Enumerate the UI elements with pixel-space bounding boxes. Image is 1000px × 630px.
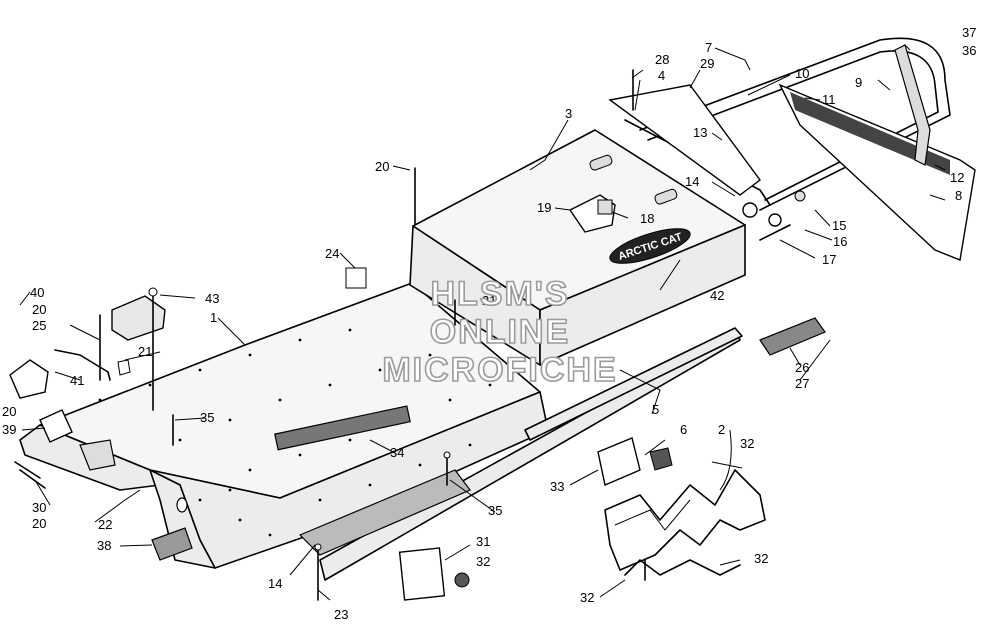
callout-32-b: 32 bbox=[476, 554, 490, 569]
callout-26: 26 bbox=[795, 360, 809, 375]
rear-bumper bbox=[608, 37, 976, 261]
callout-39: 39 bbox=[2, 422, 16, 437]
callout-38: 38 bbox=[97, 538, 111, 553]
callout-5: 5 bbox=[652, 402, 659, 417]
skid-frame bbox=[604, 469, 766, 576]
callout-7: 7 bbox=[705, 40, 712, 55]
callout-20-b: 20 bbox=[32, 302, 46, 317]
rear-cover: ARCTIC CAT bbox=[409, 129, 746, 366]
callout-18: 18 bbox=[640, 211, 654, 226]
front-components bbox=[9, 267, 367, 561]
watermark-line-2: ONLINE bbox=[430, 313, 570, 351]
callout-30: 30 bbox=[32, 500, 46, 515]
callout-35-a: 35 bbox=[200, 410, 214, 425]
callout-15: 15 bbox=[832, 218, 846, 233]
callout-11: 11 bbox=[822, 92, 836, 107]
callout-10: 10 bbox=[795, 66, 809, 81]
callout-31: 31 bbox=[476, 534, 490, 549]
callout-20-c: 20 bbox=[2, 404, 16, 419]
rail bbox=[524, 327, 743, 441]
callout-20-d: 20 bbox=[32, 516, 46, 531]
callout-2: 2 bbox=[718, 422, 725, 437]
callout-28: 28 bbox=[655, 52, 669, 67]
callout-32-d: 32 bbox=[580, 590, 594, 605]
callout-19: 19 bbox=[537, 200, 551, 215]
part-26 bbox=[759, 317, 826, 356]
callout-17: 17 bbox=[822, 252, 836, 267]
callout-40: 40 bbox=[30, 285, 44, 300]
callout-42: 42 bbox=[710, 288, 724, 303]
callout-6: 6 bbox=[680, 422, 687, 437]
callout-37: 37 bbox=[962, 25, 976, 40]
callout-32-c: 32 bbox=[754, 551, 768, 566]
callout-4: 4 bbox=[658, 68, 665, 83]
callout-41: 41 bbox=[70, 373, 84, 388]
callout-23: 23 bbox=[334, 607, 348, 622]
plate-31 bbox=[398, 547, 446, 601]
callout-36: 36 bbox=[962, 43, 976, 58]
callout-12: 12 bbox=[950, 170, 964, 185]
callout-33: 33 bbox=[550, 479, 564, 494]
callout-14: 14 bbox=[685, 174, 699, 189]
callout-32-a: 32 bbox=[740, 436, 754, 451]
callout-25: 25 bbox=[32, 318, 46, 333]
callout-8: 8 bbox=[955, 188, 962, 203]
callout-22: 22 bbox=[98, 517, 112, 532]
callout-9: 9 bbox=[855, 75, 862, 90]
leader-lines bbox=[19, 44, 946, 601]
deck-rivets bbox=[98, 328, 492, 537]
callout-14-b: 14 bbox=[268, 576, 282, 591]
callout-35-b: 35 bbox=[488, 503, 502, 518]
bracket-6 bbox=[597, 437, 641, 486]
watermark-line-1: HLSM'S bbox=[430, 275, 569, 313]
callout-16: 16 bbox=[833, 234, 847, 249]
watermark: HLSM'S ONLINE MICROFICHE bbox=[382, 274, 617, 390]
callout-1: 1 bbox=[210, 310, 217, 325]
callout-24: 24 bbox=[325, 246, 339, 261]
callout-13: 13 bbox=[693, 125, 707, 140]
callouts: 1 2 3 4 5 6 7 8 9 10 11 12 13 14 15 16 1… bbox=[2, 25, 976, 622]
tunnel bbox=[19, 282, 741, 581]
callout-21-a: 21 bbox=[482, 293, 496, 308]
fasteners bbox=[99, 69, 646, 601]
callout-21-b: 21 bbox=[138, 344, 152, 359]
callout-27: 27 bbox=[795, 376, 809, 391]
callout-34: 34 bbox=[390, 445, 404, 460]
callout-43: 43 bbox=[205, 291, 219, 306]
callout-3: 3 bbox=[565, 106, 572, 121]
callout-29: 29 bbox=[700, 56, 714, 71]
callout-20-top: 20 bbox=[375, 159, 389, 174]
watermark-line-3: MICROFICHE bbox=[382, 351, 617, 389]
grip-strip bbox=[274, 405, 411, 451]
